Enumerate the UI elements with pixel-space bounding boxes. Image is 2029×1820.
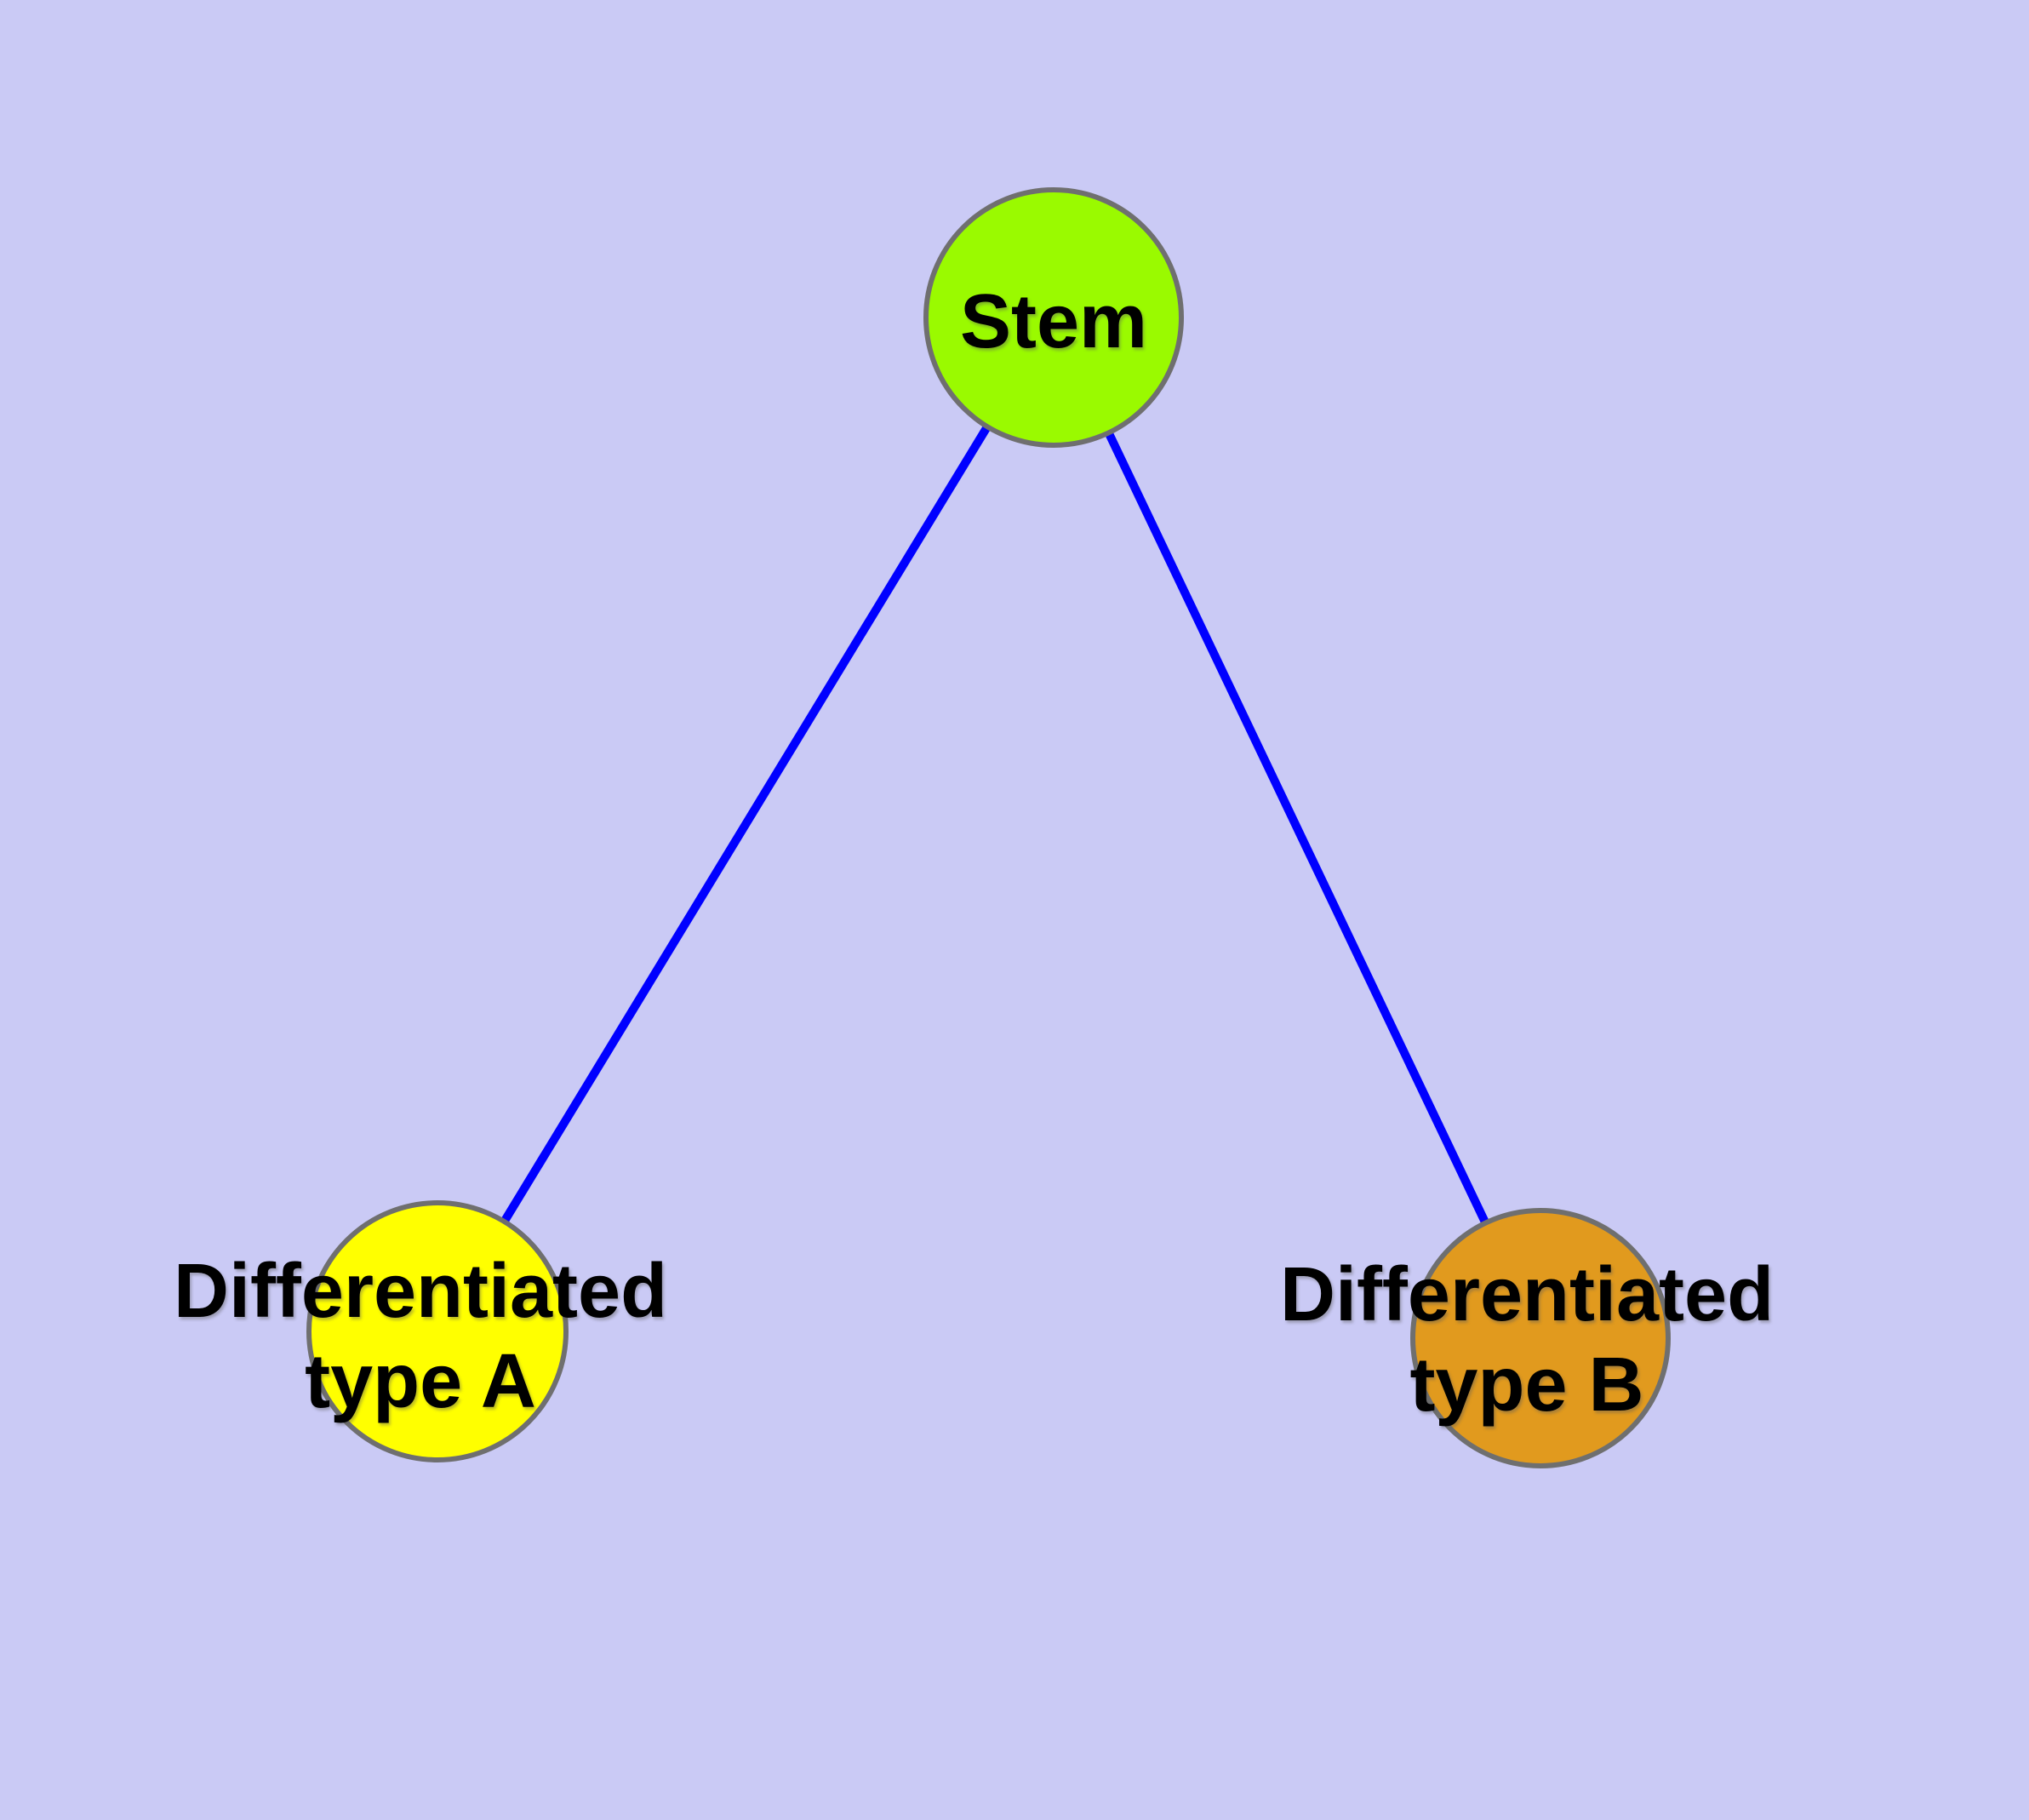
stem-node-label: Stem bbox=[960, 277, 1147, 367]
edge-stem-to-type-b bbox=[1049, 315, 1545, 1341]
type-a-node-label: Differentiated type A bbox=[174, 1246, 667, 1427]
stem-label-text: Stem bbox=[959, 279, 1148, 364]
type-b-node bbox=[1410, 1208, 1671, 1468]
type-a-label-line1: Differentiated bbox=[173, 1249, 668, 1334]
type-a-label-line2: type A bbox=[305, 1339, 536, 1424]
type-a-node bbox=[306, 1200, 569, 1462]
type-b-label-line1: Differentiated bbox=[1279, 1252, 1775, 1337]
stem-node bbox=[923, 187, 1184, 448]
type-b-node-label: Differentiated type B bbox=[1280, 1250, 1774, 1430]
type-b-label-line2: type B bbox=[1409, 1342, 1644, 1428]
edge-stem-to-type-a bbox=[433, 315, 1058, 1334]
